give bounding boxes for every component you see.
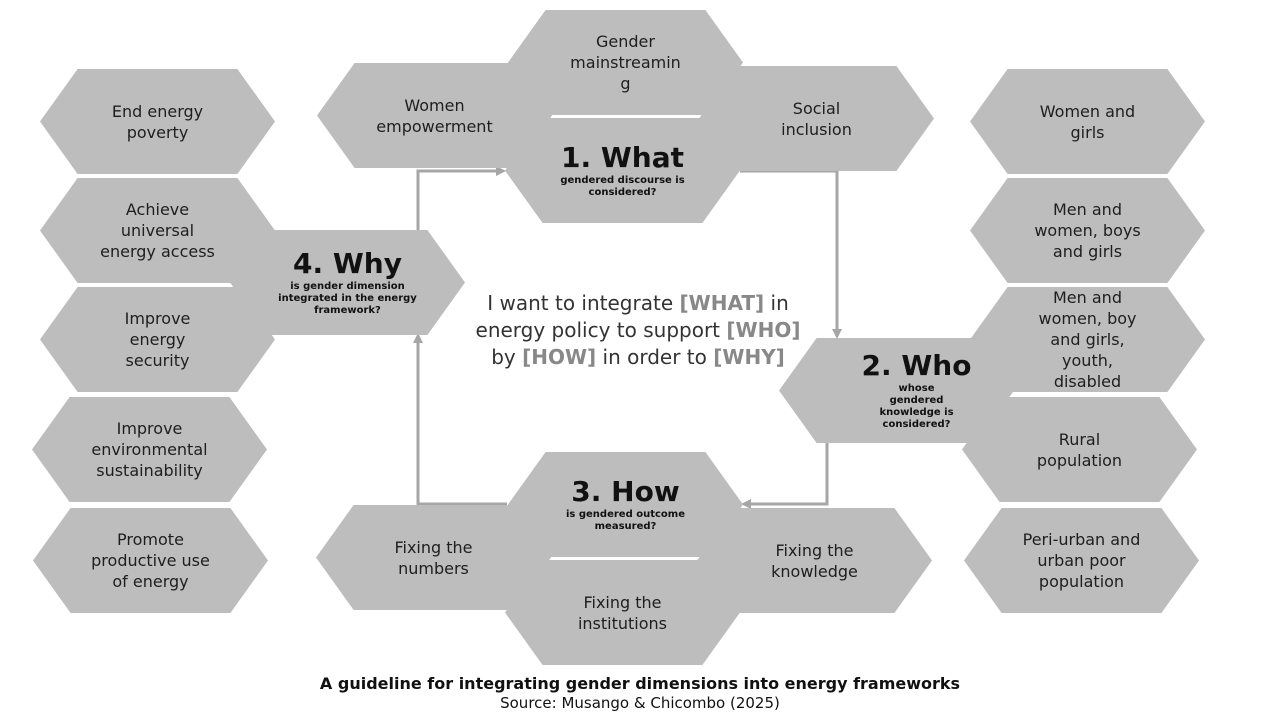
who-tag: [WHO] (726, 318, 801, 342)
arrow-what-to-who (740, 169, 842, 339)
who-group-label: Men and women, boy and girls, youth, dis… (1038, 288, 1137, 391)
how-item-hex: Fixing the institutions (505, 560, 740, 665)
who-group-hex: Rural population (962, 397, 1197, 502)
why-outcome-label: Achieve universal energy access (100, 200, 215, 261)
how-item-hex: Fixing the knowledge (697, 508, 932, 613)
step-who-title: 2. Who (861, 348, 972, 382)
step-who-subtitle: whose gendered knowledge is considered? (879, 382, 954, 430)
step-how-title: 3. How (571, 474, 680, 508)
who-group-label: Peri-urban and urban poor population (1022, 530, 1141, 591)
why-outcome-label: Improve environmental sustainability (91, 419, 208, 480)
center-text-part: by (491, 345, 523, 369)
why-outcome-hex: Achieve universal energy access (40, 178, 275, 283)
figure-source: Source: Musango & Chicombo (2025) (500, 694, 780, 712)
how-item-label: Fixing the knowledge (771, 540, 858, 581)
center-text-part: in order to (596, 345, 714, 369)
what-item-label: Women empowerment (376, 95, 493, 136)
who-group-hex: Men and women, boys and girls (970, 178, 1205, 283)
why-outcome-label: Improve energy security (124, 309, 191, 370)
who-group-hex: Peri-urban and urban poor population (964, 508, 1199, 613)
center-text-part: I want to integrate (487, 291, 680, 315)
step-what-subtitle: gendered discourse is considered? (560, 174, 685, 198)
step-how-subtitle: is gendered outcome measured? (566, 508, 685, 532)
why-tag: [WHY] (713, 345, 785, 369)
how-tag: [HOW] (522, 345, 597, 369)
step-why-title: 4. Why (293, 246, 402, 280)
how-item-label: Fixing the numbers (394, 537, 473, 578)
what-item-hex: Social inclusion (699, 66, 934, 171)
why-outcome-hex: Improve environmental sustainability (32, 397, 267, 502)
center-text-part: energy policy to support (475, 318, 727, 342)
arrow-who-to-how (741, 442, 829, 509)
why-outcome-label: End energy poverty (111, 101, 204, 142)
arrow-why-to-what (416, 166, 506, 232)
how-item-label: Fixing the institutions (577, 592, 668, 633)
why-outcome-hex: End energy poverty (40, 69, 275, 174)
center-statement: I want to integrate [WHAT] in energy pol… (468, 290, 808, 371)
why-outcome-hex: Improve energy security (40, 287, 275, 392)
center-text-part: in (764, 291, 789, 315)
what-tag: [WHAT] (679, 291, 765, 315)
who-group-label: Rural population (1036, 429, 1123, 470)
step-how-hex: 3. How is gendered outcome measured? (508, 452, 743, 557)
step-what-title: 1. What (561, 140, 684, 174)
who-group-label: Women and girls (1039, 101, 1136, 142)
who-group-hex: Women and girls (970, 69, 1205, 174)
what-item-hex: Women empowerment (317, 63, 552, 168)
how-item-hex: Fixing the numbers (316, 505, 551, 610)
why-outcome-hex: Promote productive use of energy (33, 508, 268, 613)
why-outcome-label: Promote productive use of energy (91, 530, 210, 591)
who-group-hex: Men and women, boy and girls, youth, dis… (970, 287, 1205, 392)
step-who-hex: 2. Who whose gendered knowledge is consi… (779, 338, 1014, 443)
what-item-label: Gender mainstreamin g (570, 32, 681, 93)
figure-caption: A guideline for integrating gender dimen… (319, 674, 961, 693)
arrow-how-to-why (413, 333, 507, 506)
what-item-hex: Gender mainstreamin g (508, 10, 743, 115)
what-item-label: Social inclusion (781, 98, 852, 139)
step-what-hex: 1. What gendered discourse is considered… (505, 118, 740, 223)
step-why-subtitle: is gender dimension integrated in the en… (278, 280, 417, 316)
step-why-hex: 4. Why is gender dimension integrated in… (230, 230, 465, 335)
who-group-label: Men and women, boys and girls (1034, 200, 1141, 261)
